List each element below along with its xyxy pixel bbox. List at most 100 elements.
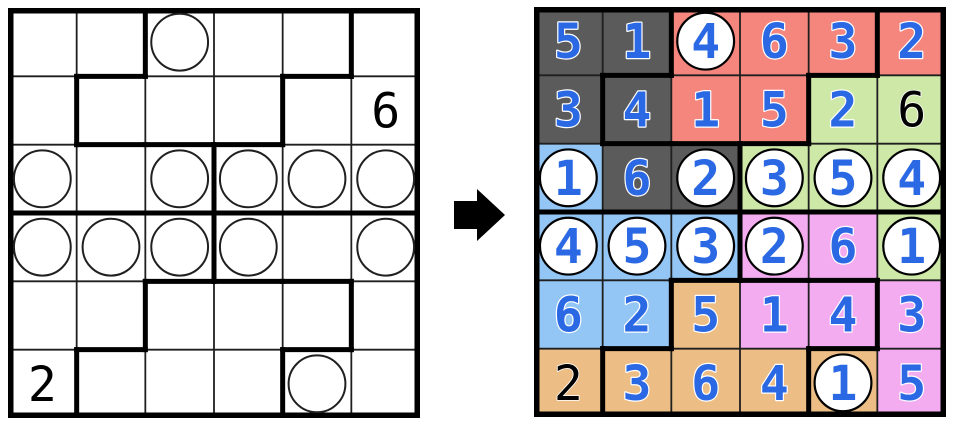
cell-r6c1	[534, 348, 603, 417]
digit-r1c6: 2	[897, 14, 926, 70]
circle-mark-r4c6	[356, 217, 416, 277]
cell-r6c3	[671, 348, 740, 417]
digit-r3c2: 6	[623, 151, 652, 207]
cell-r1c5	[282, 8, 352, 77]
digit-r3c1: 1	[554, 151, 583, 207]
digit-r6c4: 4	[760, 356, 789, 412]
cell-r1c2	[602, 7, 672, 76]
digit-r4c2: 5	[623, 219, 652, 275]
cell-r4c3	[145, 213, 214, 282]
cage-borders	[534, 7, 946, 417]
puzzle-grid-unsolved: 62	[8, 8, 420, 418]
cell-r2c2	[602, 75, 672, 144]
cell-r3c4	[214, 144, 283, 213]
digit-r4c6: 1	[897, 219, 926, 275]
cell-r4c5	[282, 213, 352, 282]
circle-marks	[12, 12, 416, 414]
circle-mark-r3c3	[150, 149, 210, 209]
circle-mark-r3c1	[538, 148, 598, 208]
cell-r1c4	[740, 7, 809, 76]
cell-r4c5	[808, 212, 878, 281]
cell-r6c4	[740, 348, 809, 417]
grid-outer-border	[8, 8, 420, 418]
digit-r1c1: 5	[554, 14, 583, 70]
digit-r2c5: 2	[829, 83, 858, 139]
cell-r1c3	[145, 8, 214, 77]
circle-mark-r4c2	[81, 217, 141, 277]
circle-mark-r3c1	[12, 149, 72, 209]
cell-digits: 62	[28, 84, 400, 413]
cell-backgrounds	[534, 7, 946, 417]
digit-r3c4: 3	[760, 151, 789, 207]
cell-r6c6	[351, 349, 420, 418]
digit-r2c6: 6	[897, 83, 926, 139]
cell-r5c6	[351, 281, 420, 350]
digit-r5c4: 1	[760, 288, 789, 344]
cell-r5c2	[76, 281, 146, 350]
digit-r6c3: 6	[691, 356, 720, 412]
cell-r2c1	[8, 76, 77, 145]
cell-r6c2	[76, 349, 146, 418]
digit-r1c5: 3	[829, 14, 858, 70]
cell-r6c2	[602, 348, 672, 417]
cage-borders	[8, 8, 420, 418]
digit-r3c6: 4	[897, 151, 926, 207]
digit-r5c3: 5	[691, 288, 720, 344]
digit-r4c5: 6	[829, 219, 858, 275]
circle-mark-r3c5	[813, 148, 873, 208]
digit-r6c1: 2	[554, 356, 583, 412]
circle-mark-r3c3	[676, 148, 736, 208]
circle-mark-r6c5	[813, 353, 873, 413]
digit-r1c4: 6	[760, 14, 789, 70]
digit-r1c3: 4	[691, 14, 720, 70]
digit-r2c6: 6	[371, 84, 400, 140]
cell-r5c6	[877, 280, 946, 349]
circle-mark-r3c6	[882, 148, 942, 208]
digit-r6c6: 5	[897, 356, 926, 412]
cell-r1c6	[877, 7, 946, 76]
cell-r3c3	[145, 144, 214, 213]
digit-r6c1: 2	[28, 357, 57, 413]
circle-mark-r4c3	[150, 217, 210, 277]
cell-r2c5	[808, 75, 878, 144]
circle-mark-r6c5	[287, 354, 347, 414]
grid-outer-border	[534, 7, 946, 417]
cell-r6c3	[145, 349, 214, 418]
cell-r4c4	[214, 213, 283, 282]
digit-r5c2: 2	[623, 288, 652, 344]
arrow-right-icon	[454, 189, 505, 241]
cell-r2c6	[877, 75, 946, 144]
cell-r6c1	[8, 349, 77, 418]
cell-r2c3	[145, 76, 214, 145]
cell-r4c1	[8, 213, 77, 282]
cell-r2c4	[740, 75, 809, 144]
arrow-right-shape	[454, 189, 505, 241]
digit-r6c2: 3	[623, 356, 652, 412]
cell-r4c2	[76, 213, 146, 282]
digit-r2c3: 1	[691, 83, 720, 139]
digit-r6c5: 1	[829, 356, 858, 412]
cell-r5c2	[602, 280, 672, 349]
circle-mark-r4c1	[12, 217, 72, 277]
cell-r5c5	[808, 280, 878, 349]
cell-r5c4	[214, 281, 283, 350]
cell-r6c6	[877, 348, 946, 417]
circle-mark-r3c5	[287, 149, 347, 209]
digit-r4c4: 2	[760, 219, 789, 275]
cell-r1c1	[534, 7, 603, 76]
circle-mark-r3c4	[218, 149, 278, 209]
circle-marks	[538, 11, 942, 413]
cell-r2c2	[76, 76, 146, 145]
circle-mark-r3c4	[744, 148, 804, 208]
cell-r1c4	[214, 8, 283, 77]
digit-r4c3: 3	[691, 219, 720, 275]
circle-mark-r1c3	[676, 11, 736, 71]
digit-r2c4: 5	[760, 83, 789, 139]
digit-r5c6: 3	[897, 288, 926, 344]
cell-r5c4	[740, 280, 809, 349]
cell-r3c6	[351, 144, 420, 213]
cell-r1c2	[76, 8, 146, 77]
cell-r1c1	[8, 8, 77, 77]
